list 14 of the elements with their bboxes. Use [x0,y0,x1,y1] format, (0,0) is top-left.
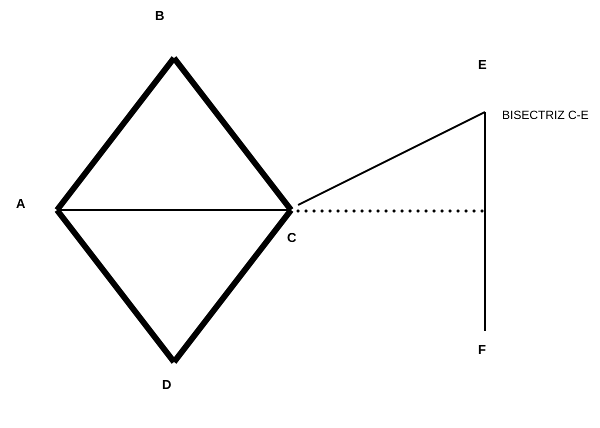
rhombus-side [172,56,294,212]
rhombus-side [172,208,294,364]
point-label: E [478,58,486,112]
line-segment [298,111,486,206]
point-label: C [287,210,301,245]
point-label: B [155,9,175,58]
line-segment [484,112,486,331]
point-label: D [162,362,176,392]
annotation-text: BISECTRIZ C-E [502,108,589,122]
point-label: A [16,197,57,211]
dotted-line [296,210,486,212]
rhombus-side [54,208,176,364]
rhombus-side [54,56,176,212]
point-label: F [478,331,488,357]
